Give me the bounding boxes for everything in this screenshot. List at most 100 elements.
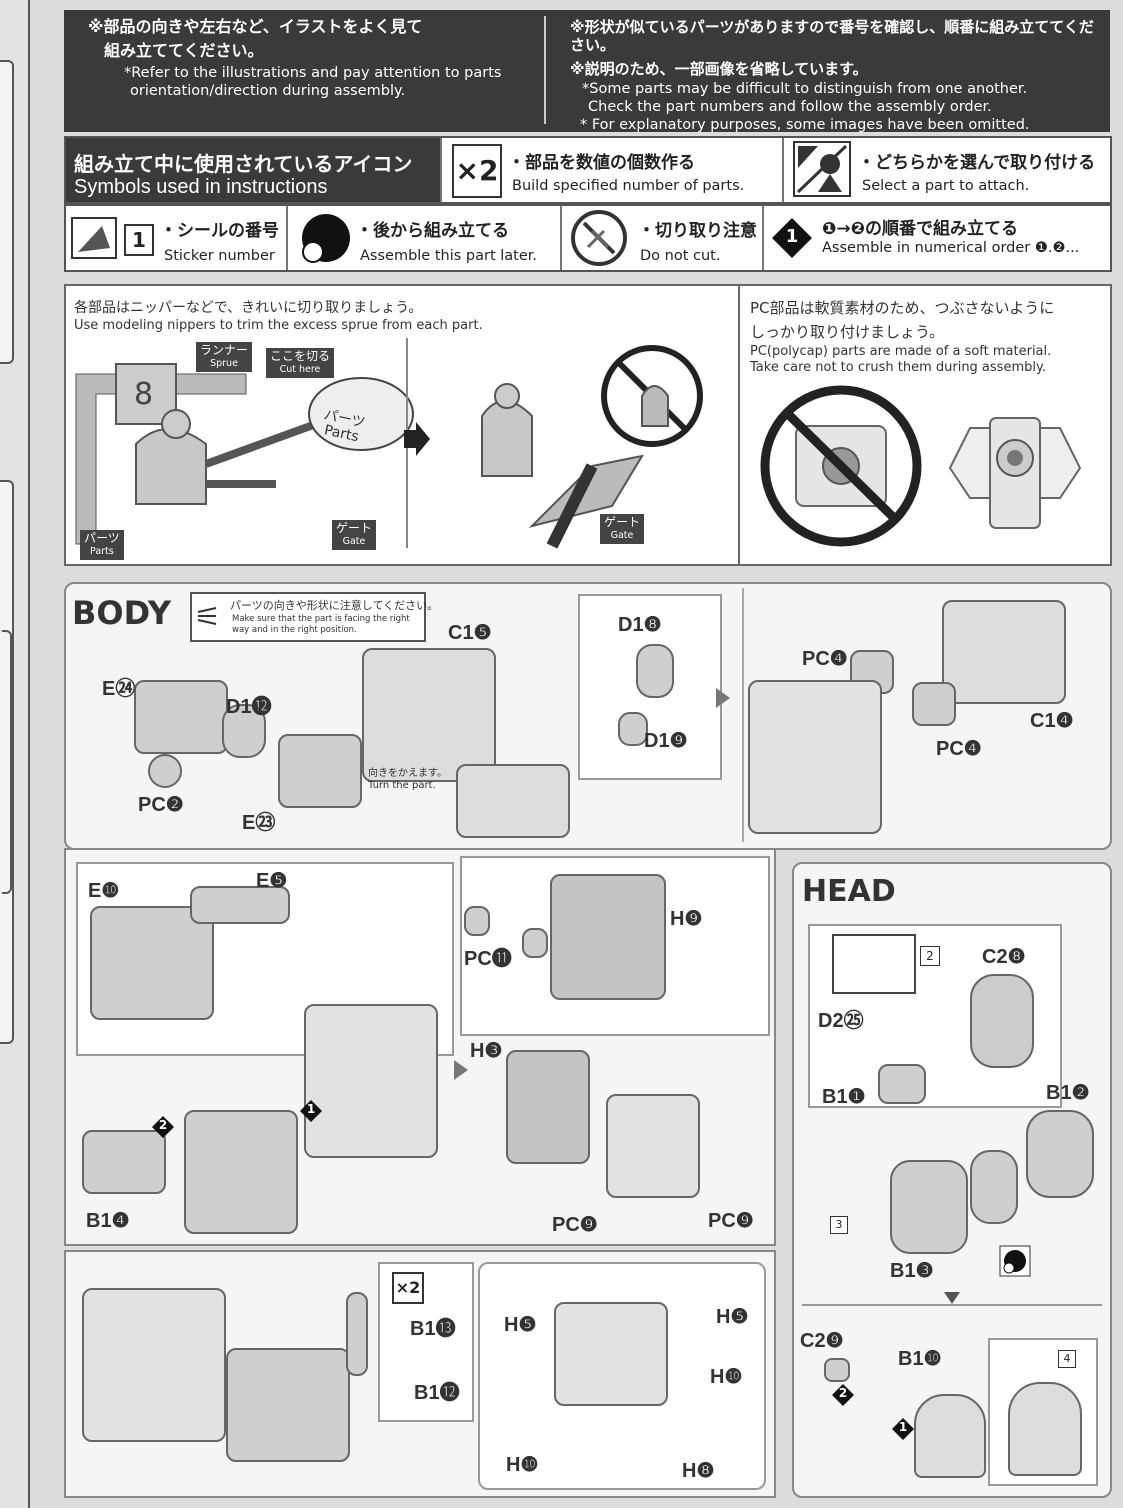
part-head-core xyxy=(970,1150,1018,1224)
part-d1-8 xyxy=(636,644,674,698)
pc-en-2: Take care not to crush them during assem… xyxy=(750,360,1046,375)
symbol-nocut: ・切り取り注意 Do not cut. xyxy=(562,206,764,270)
body-note-en-2: way and in the right position. xyxy=(232,625,357,635)
label-pc9-b: PC❾ xyxy=(708,1210,754,1232)
parts-tag-jp: パーツ xyxy=(84,531,120,545)
body-note-jp: パーツの向きや形状に注意してください。 xyxy=(230,599,439,612)
do-not-cut-icon xyxy=(571,210,627,266)
notice-left-jp-2: 組み立ててください。 xyxy=(104,41,264,60)
part-b1-13-stick xyxy=(346,1292,368,1376)
label-e23: E㉓ xyxy=(242,812,276,834)
notice-right-en-3: * For explanatory purposes, some images … xyxy=(580,117,1030,133)
label-b1-2: B1❷ xyxy=(1046,1082,1090,1104)
label-c1-4: C1❹ xyxy=(1030,710,1074,732)
part-body-assembled xyxy=(748,680,882,834)
notice-right-jp-2: ※説明のため、一部画像を省略しています。 xyxy=(570,60,868,78)
step-2-diamond-number: 2 xyxy=(158,1118,168,1132)
part-waist xyxy=(226,1348,350,1462)
head-divider xyxy=(802,1304,1102,1306)
label-d2-25: D2㉕ xyxy=(818,1010,864,1032)
body-note-en-1: Make sure that the part is facing the ri… xyxy=(232,614,410,624)
part-b1-1 xyxy=(878,1064,926,1104)
sticker-3-badge: 3 xyxy=(830,1216,848,1234)
label-pc4-a: PC❹ xyxy=(802,648,848,670)
symbol-legend-header-en: Symbols used in instructions xyxy=(74,176,328,198)
label-b1-4: B1❹ xyxy=(86,1210,130,1232)
part-d1-9 xyxy=(618,712,648,746)
notice-left-en-1: *Refer to the illustrations and pay atte… xyxy=(124,65,502,81)
pc-crushed-prohibited-icon xyxy=(760,385,922,547)
arrow-down-icon xyxy=(944,1292,960,1304)
pc-jp-2: しっかり取り付けましょう。 xyxy=(750,323,945,341)
label-c2-9: C2❾ xyxy=(800,1330,844,1352)
body-step-2-area: E❿ E❺ B1❹ 2 1 PC⓫ H❾ H❸ PC❾ PC❾ xyxy=(64,848,776,1246)
head-step-2-diamond-icon xyxy=(832,1384,854,1406)
runner-en: Sprue xyxy=(210,358,238,369)
part-head-assembled xyxy=(914,1394,986,1478)
part-body-core xyxy=(304,1004,438,1158)
symbol-nocut-jp: ・切り取り注意 xyxy=(638,221,757,241)
symbol-select: ・どちらかを選んで取り付ける Select a part to attach. xyxy=(784,138,1110,202)
label-e5: E❺ xyxy=(256,870,288,892)
page-edge-strip xyxy=(0,0,30,1508)
notice-left-en-2: orientation/direction during assembly. xyxy=(130,83,406,99)
d2-zoom-box xyxy=(832,934,916,994)
sprue-illustration: 8 xyxy=(75,363,414,545)
part-e23 xyxy=(278,734,362,808)
part-c1-4 xyxy=(942,600,1066,704)
part-c2-9 xyxy=(824,1358,850,1382)
body-note-en: Make sure that the part is facing the ri… xyxy=(232,614,410,636)
arrow-right-icon xyxy=(404,422,430,456)
part-pc11-b xyxy=(522,928,548,958)
pc-correct-illustration xyxy=(948,417,1082,529)
label-h10-b: H❿ xyxy=(506,1454,539,1476)
notice-right-en-1: *Some parts may be difficult to distingu… xyxy=(582,81,1028,97)
part-head-rear-view xyxy=(1008,1382,1082,1476)
turn-part-jp: 向きをかえます。 xyxy=(368,768,447,779)
symbol-select-en: Select a part to attach. xyxy=(862,178,1030,194)
step-1-diamond-number: 1 xyxy=(306,1102,316,1116)
head-step-1-number: 1 xyxy=(898,1420,908,1434)
pc-jp-1: PC部品は軟質素材のため、つぶさないように xyxy=(750,299,1055,317)
sticker-icon xyxy=(71,217,117,259)
symbol-order-jp: ❶→❷の順番で組み立てる xyxy=(822,219,1019,239)
x2-icon: ×2 xyxy=(452,144,502,198)
label-b1-1: B1❶ xyxy=(822,1086,866,1108)
notice-bar: ※部品の向きや左右など、イラストをよく見て 組み立ててください。 *Refer … xyxy=(64,10,1110,133)
symbol-later-en: Assemble this part later. xyxy=(360,248,538,264)
label-b1-13: B1⓭ xyxy=(410,1318,456,1340)
cut-here-jp: ここを切る xyxy=(270,349,331,363)
label-e10: E❿ xyxy=(88,880,120,902)
part-e10 xyxy=(90,906,214,1020)
part-chest-core xyxy=(456,764,570,838)
part-h3 xyxy=(506,1050,590,1164)
symbol-sticker-en: Sticker number xyxy=(164,248,275,264)
label-pc4-b: PC❹ xyxy=(936,738,982,760)
order-diamond-number: 1 xyxy=(785,226,799,247)
symbol-legend-row-2: 1 ・シールの番号 Sticker number ・後から組み立てる Assem… xyxy=(64,204,1112,272)
part-body-core-2 xyxy=(606,1094,700,1198)
label-h9: H❾ xyxy=(670,908,703,930)
symbol-later-jp: ・後から組み立てる xyxy=(356,221,509,241)
notice-divider xyxy=(544,16,546,124)
label-h8: H❽ xyxy=(682,1460,715,1482)
label-h3: H❸ xyxy=(470,1040,503,1062)
part-e10-assembled xyxy=(184,1110,298,1234)
body-step-1-area: BODY パーツの向きや形状に注意してください。 Make sure that … xyxy=(64,582,1112,850)
part-b1-3 xyxy=(890,1160,968,1254)
cut-here-en: Cut here xyxy=(279,364,321,375)
sticker-number-box: 1 xyxy=(124,224,154,256)
arrow-right-small-icon xyxy=(716,688,730,708)
turn-part-note: 向きをかえます。Turn the part. xyxy=(368,768,447,792)
nipper-en: Use modeling nippers to trim the excess … xyxy=(74,318,483,333)
part-e5 xyxy=(190,886,290,924)
symbol-legend-header-jp: 組み立て中に使用されているアイコン xyxy=(74,152,413,176)
symbol-x2-jp: ・部品を数値の個数作る xyxy=(508,153,695,173)
label-d1-9: D1❾ xyxy=(644,730,688,752)
part-h9 xyxy=(550,874,666,1000)
label-b1-10: B1❿ xyxy=(898,1348,942,1370)
assemble-later-icon-2 xyxy=(999,1245,1031,1277)
notice-right-jp-1: ※形状が似ているパーツがありますので番号を確認し、順番に組み立ててください。 xyxy=(570,18,1094,54)
direction-note-icon xyxy=(197,607,217,625)
